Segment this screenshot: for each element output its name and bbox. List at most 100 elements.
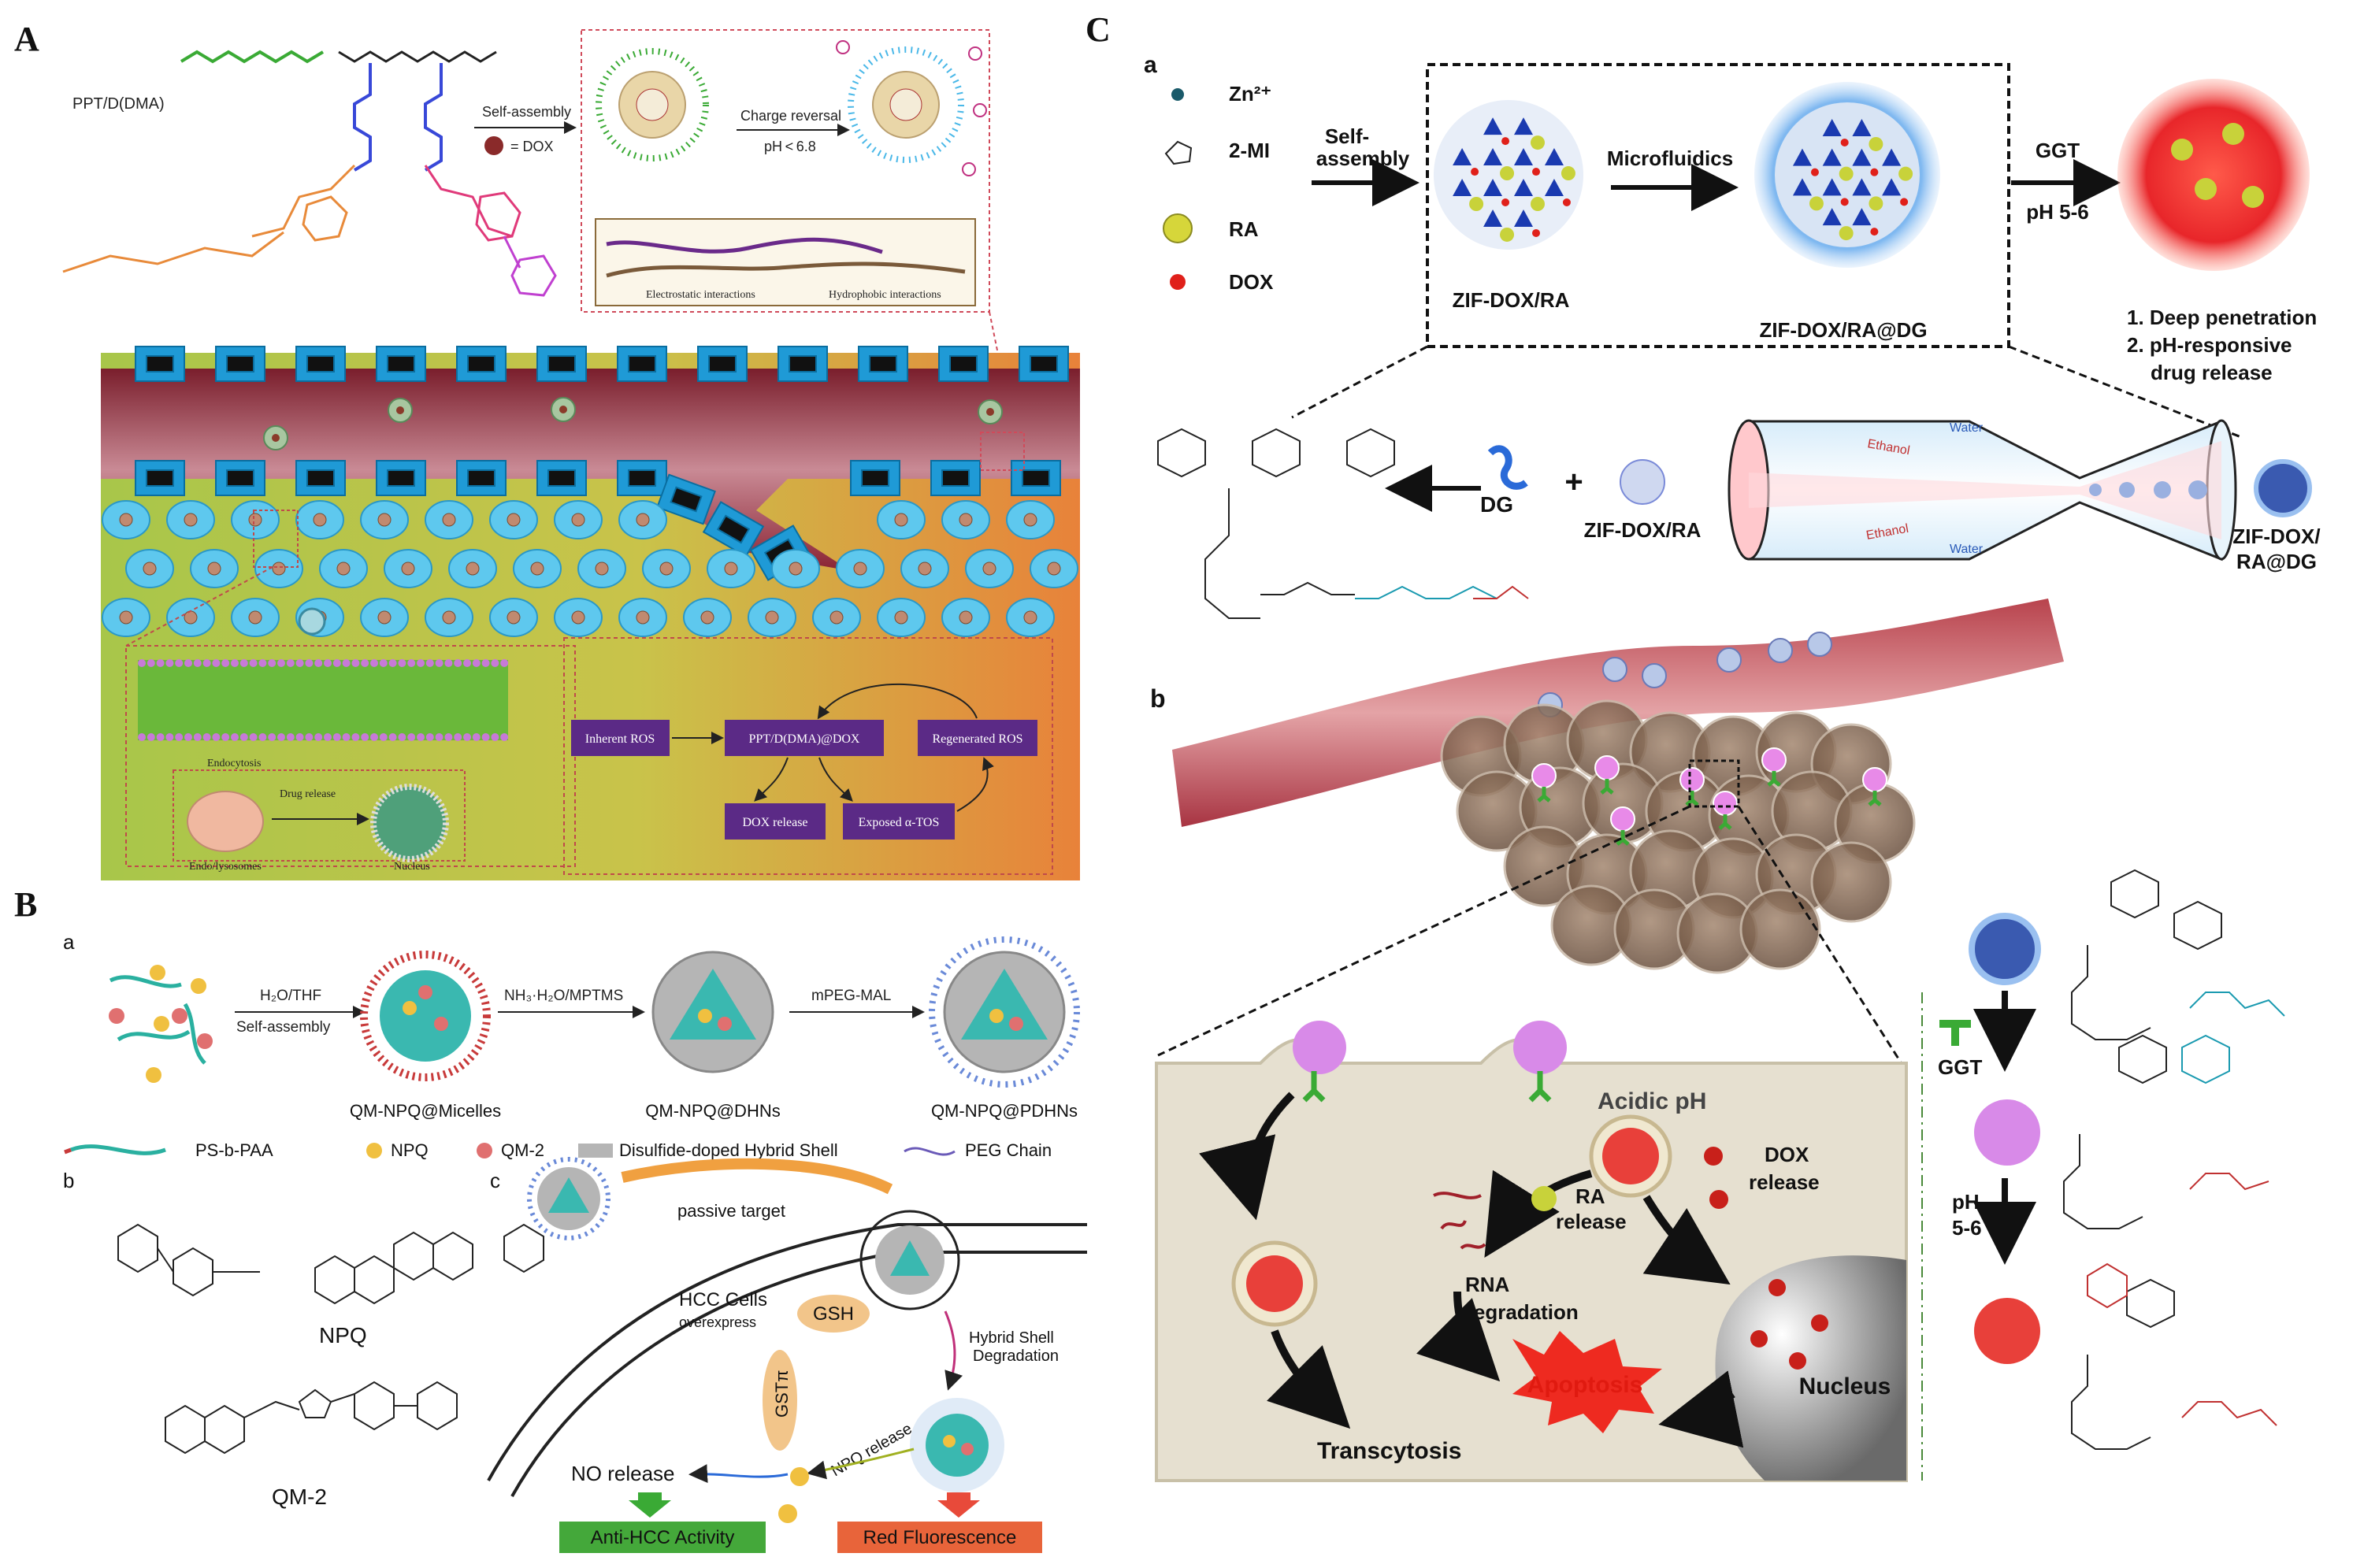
tumor-cell — [425, 598, 473, 637]
tumor-cells-c — [1440, 699, 1916, 974]
charge-reversal-label: Charge reversal — [740, 108, 841, 124]
transcytosis-label: Transcytosis — [1317, 1438, 1461, 1464]
tumor-cell — [941, 500, 990, 539]
dox-in-nucleus-1 — [1768, 1279, 1786, 1296]
tumor-cell — [683, 598, 732, 637]
self-assembly-c-1: Self- — [1325, 124, 1369, 148]
no-release-arrow — [688, 1464, 789, 1484]
tumor-cell — [554, 598, 603, 637]
legend-b-2: QM-2 — [501, 1140, 544, 1160]
ros-cycle: Inherent ROS PPT/D(DMA)@DOX Regenerated … — [571, 683, 1037, 840]
pink-np-2 — [1513, 1021, 1567, 1103]
exposed-tos-box — [843, 803, 955, 840]
legend-b: PS-b-PAA NPQ QM-2 Disulfide-doped Hybrid… — [64, 1140, 1052, 1160]
legend-b-4: PEG Chain — [965, 1140, 1052, 1160]
endothelial-cell — [295, 346, 346, 382]
released-npq-1 — [790, 1467, 809, 1486]
exposed-tos-label: Exposed α-TOS — [859, 816, 940, 829]
qm-structure — [165, 1381, 458, 1455]
sub-letter-bb: b — [63, 1169, 74, 1192]
tumor-cell — [231, 500, 280, 539]
tumor-cells-a — [102, 500, 1078, 637]
endothelial-bottom — [135, 460, 1061, 581]
regenerated-ros-box — [918, 720, 1037, 756]
water-bottom: Water — [1950, 543, 1984, 556]
tumor-cell — [489, 598, 538, 637]
sub-letter-ca: a — [1144, 52, 1157, 78]
pink-nanoparticle — [1610, 806, 1635, 846]
tumor-cell — [812, 598, 861, 637]
ph-condition-label: pH < 6.8 — [764, 139, 816, 154]
cell-membrane — [138, 659, 509, 741]
dox-in-nucleus-4 — [1789, 1352, 1806, 1370]
zif-label: ZIF-DOX/RA — [1453, 288, 1570, 312]
ggt-side-label: GGT — [1938, 1055, 1982, 1079]
legend-c-1: 2-MI — [1229, 139, 1270, 162]
red-fluor-box — [837, 1522, 1042, 1553]
sub-letter-ba: a — [63, 930, 75, 954]
endothelial-cell — [215, 460, 265, 496]
tumor-cell — [319, 549, 368, 588]
tumor-cell — [642, 549, 691, 588]
endothelial-cell — [938, 346, 989, 382]
ggt-label-top: GGT — [2036, 139, 2080, 162]
endothelial-cell — [617, 460, 667, 496]
endosome-subinset — [173, 769, 466, 862]
electrostatic-chain — [606, 237, 883, 254]
tumor-cell — [554, 500, 603, 539]
step1-label: H₂O/THF — [260, 988, 321, 1004]
zif-dg-small-2: RA@DG — [2236, 550, 2317, 573]
pink-nanoparticle — [1761, 747, 1787, 787]
anti-hcc-box — [559, 1522, 766, 1553]
deep-penetration-label: 1. Deep penetration — [2127, 306, 2317, 329]
dox-release-arrow — [1642, 1195, 1731, 1285]
hydrophobic-chain — [606, 261, 966, 278]
inherent-ros-box — [571, 720, 670, 756]
dg-structure — [1157, 428, 1395, 619]
endothelial-top — [135, 346, 1069, 382]
overexpress-label: overexpress — [679, 1314, 756, 1330]
nucleus-label-a: Nucleus — [394, 861, 430, 873]
inset-source-box — [253, 510, 299, 568]
endothelial-cell-gap — [656, 473, 716, 525]
endothelial-cell — [215, 346, 265, 382]
polymer-structure — [62, 50, 557, 297]
gsh-label: GSH — [813, 1303, 854, 1325]
zoom-line-c4 — [1737, 806, 1908, 1072]
arrow-tos — [818, 757, 853, 802]
panel-letter-a: A — [14, 20, 39, 58]
endothelial-cell — [536, 346, 587, 382]
apoptosis-burst — [1512, 1331, 1662, 1433]
dox-release-c-2: release — [1749, 1170, 1820, 1194]
ph-side-1: pH — [1952, 1190, 1980, 1214]
zn-icon — [1171, 88, 1184, 101]
tumor-cell — [836, 549, 885, 588]
gsh-badge — [797, 1295, 870, 1333]
dox-in-nucleus-3 — [1750, 1330, 1768, 1347]
tumor-cell — [231, 598, 280, 637]
polymer-label: PPT/D(DMA) — [72, 95, 165, 113]
highlight-box-vessel — [980, 432, 1025, 471]
dox-release-label-a: DOX release — [742, 816, 807, 829]
transcytosis-path — [1199, 1092, 1295, 1221]
passive-target-label: passive target — [677, 1201, 785, 1221]
electrostatic-label: Electrostatic interactions — [646, 289, 755, 301]
microfluidic-device — [1728, 419, 2237, 562]
cycle-inset — [563, 637, 1053, 875]
tumor-cell — [166, 598, 215, 637]
passive-target-arrow — [621, 1158, 893, 1195]
dox-ball-2 — [1709, 1190, 1728, 1209]
center-box — [725, 720, 884, 756]
inset-connector-1 — [125, 566, 273, 647]
np1-label: QM-NPQ@Micelles — [350, 1101, 501, 1121]
side-chem-1 — [2071, 869, 2222, 1040]
legend-c-3: DOX — [1229, 270, 1274, 294]
zoom-line-c1 — [1291, 345, 1428, 419]
tumor-cell — [448, 549, 497, 588]
np-degrading — [910, 1398, 1004, 1492]
apoptosis-label: Apoptosis — [1527, 1372, 1643, 1398]
arrow-dox — [754, 757, 789, 802]
plus-sign: + — [1564, 465, 1583, 499]
tumor-cell — [513, 549, 562, 588]
